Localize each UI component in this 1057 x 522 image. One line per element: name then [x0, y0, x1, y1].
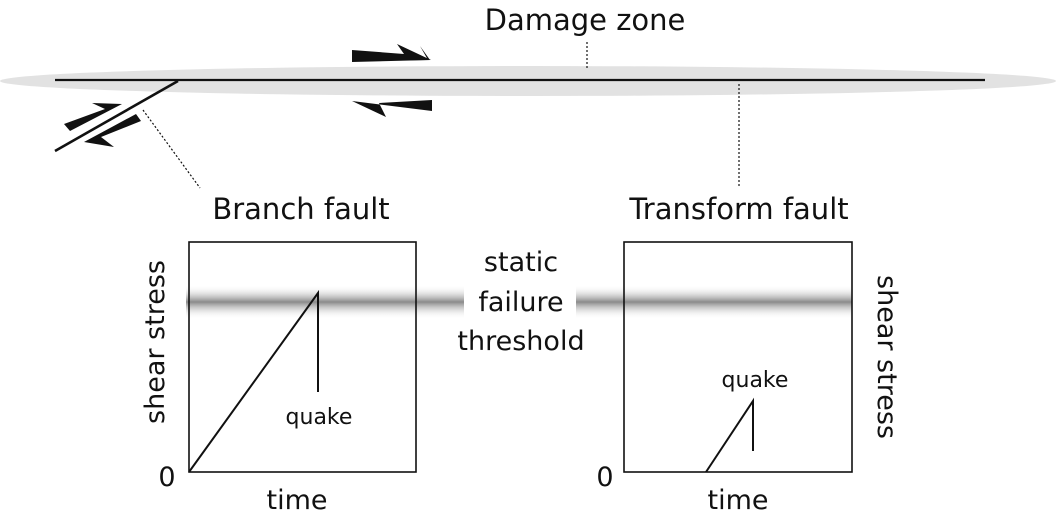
branch-x-axis-label: time: [266, 485, 327, 516]
branch-stress-curve: [188, 289, 319, 473]
slip-arrow-upper-icon: [352, 44, 431, 61]
branch-zero-label: 0: [158, 462, 175, 493]
branch-fault-label: Branch fault: [212, 192, 389, 226]
transform-plot-frame: [623, 241, 853, 473]
threshold-label-line1: static: [484, 247, 558, 278]
transform-fault-label: Transform fault: [628, 192, 848, 226]
damage-zone-label: Damage zone: [485, 3, 686, 37]
threshold-label-line3: threshold: [457, 326, 584, 357]
transform-x-axis-label: time: [707, 485, 768, 516]
branch-fault-line: [54, 79, 179, 153]
branch-y-axis-label: shear stress: [140, 260, 171, 424]
transform-quake-label: quake: [722, 368, 789, 393]
threshold-band-left: [186, 285, 464, 319]
transform-y-axis-label: shear stress: [871, 275, 902, 439]
branch-plot-frame: [188, 241, 417, 473]
slip-arrow-lower-icon: [352, 100, 432, 117]
threshold-band-right: [576, 285, 852, 319]
transform-stress-curve: [705, 397, 754, 473]
transform-zero-label: 0: [596, 462, 613, 493]
branch-slip-arrow-upper-icon: [64, 103, 122, 131]
branch-slip-arrow-lower-icon: [84, 114, 141, 147]
branch-fault-leader: [142, 109, 201, 189]
threshold-label-line2: failure: [478, 287, 563, 318]
branch-quake-label: quake: [286, 405, 353, 430]
